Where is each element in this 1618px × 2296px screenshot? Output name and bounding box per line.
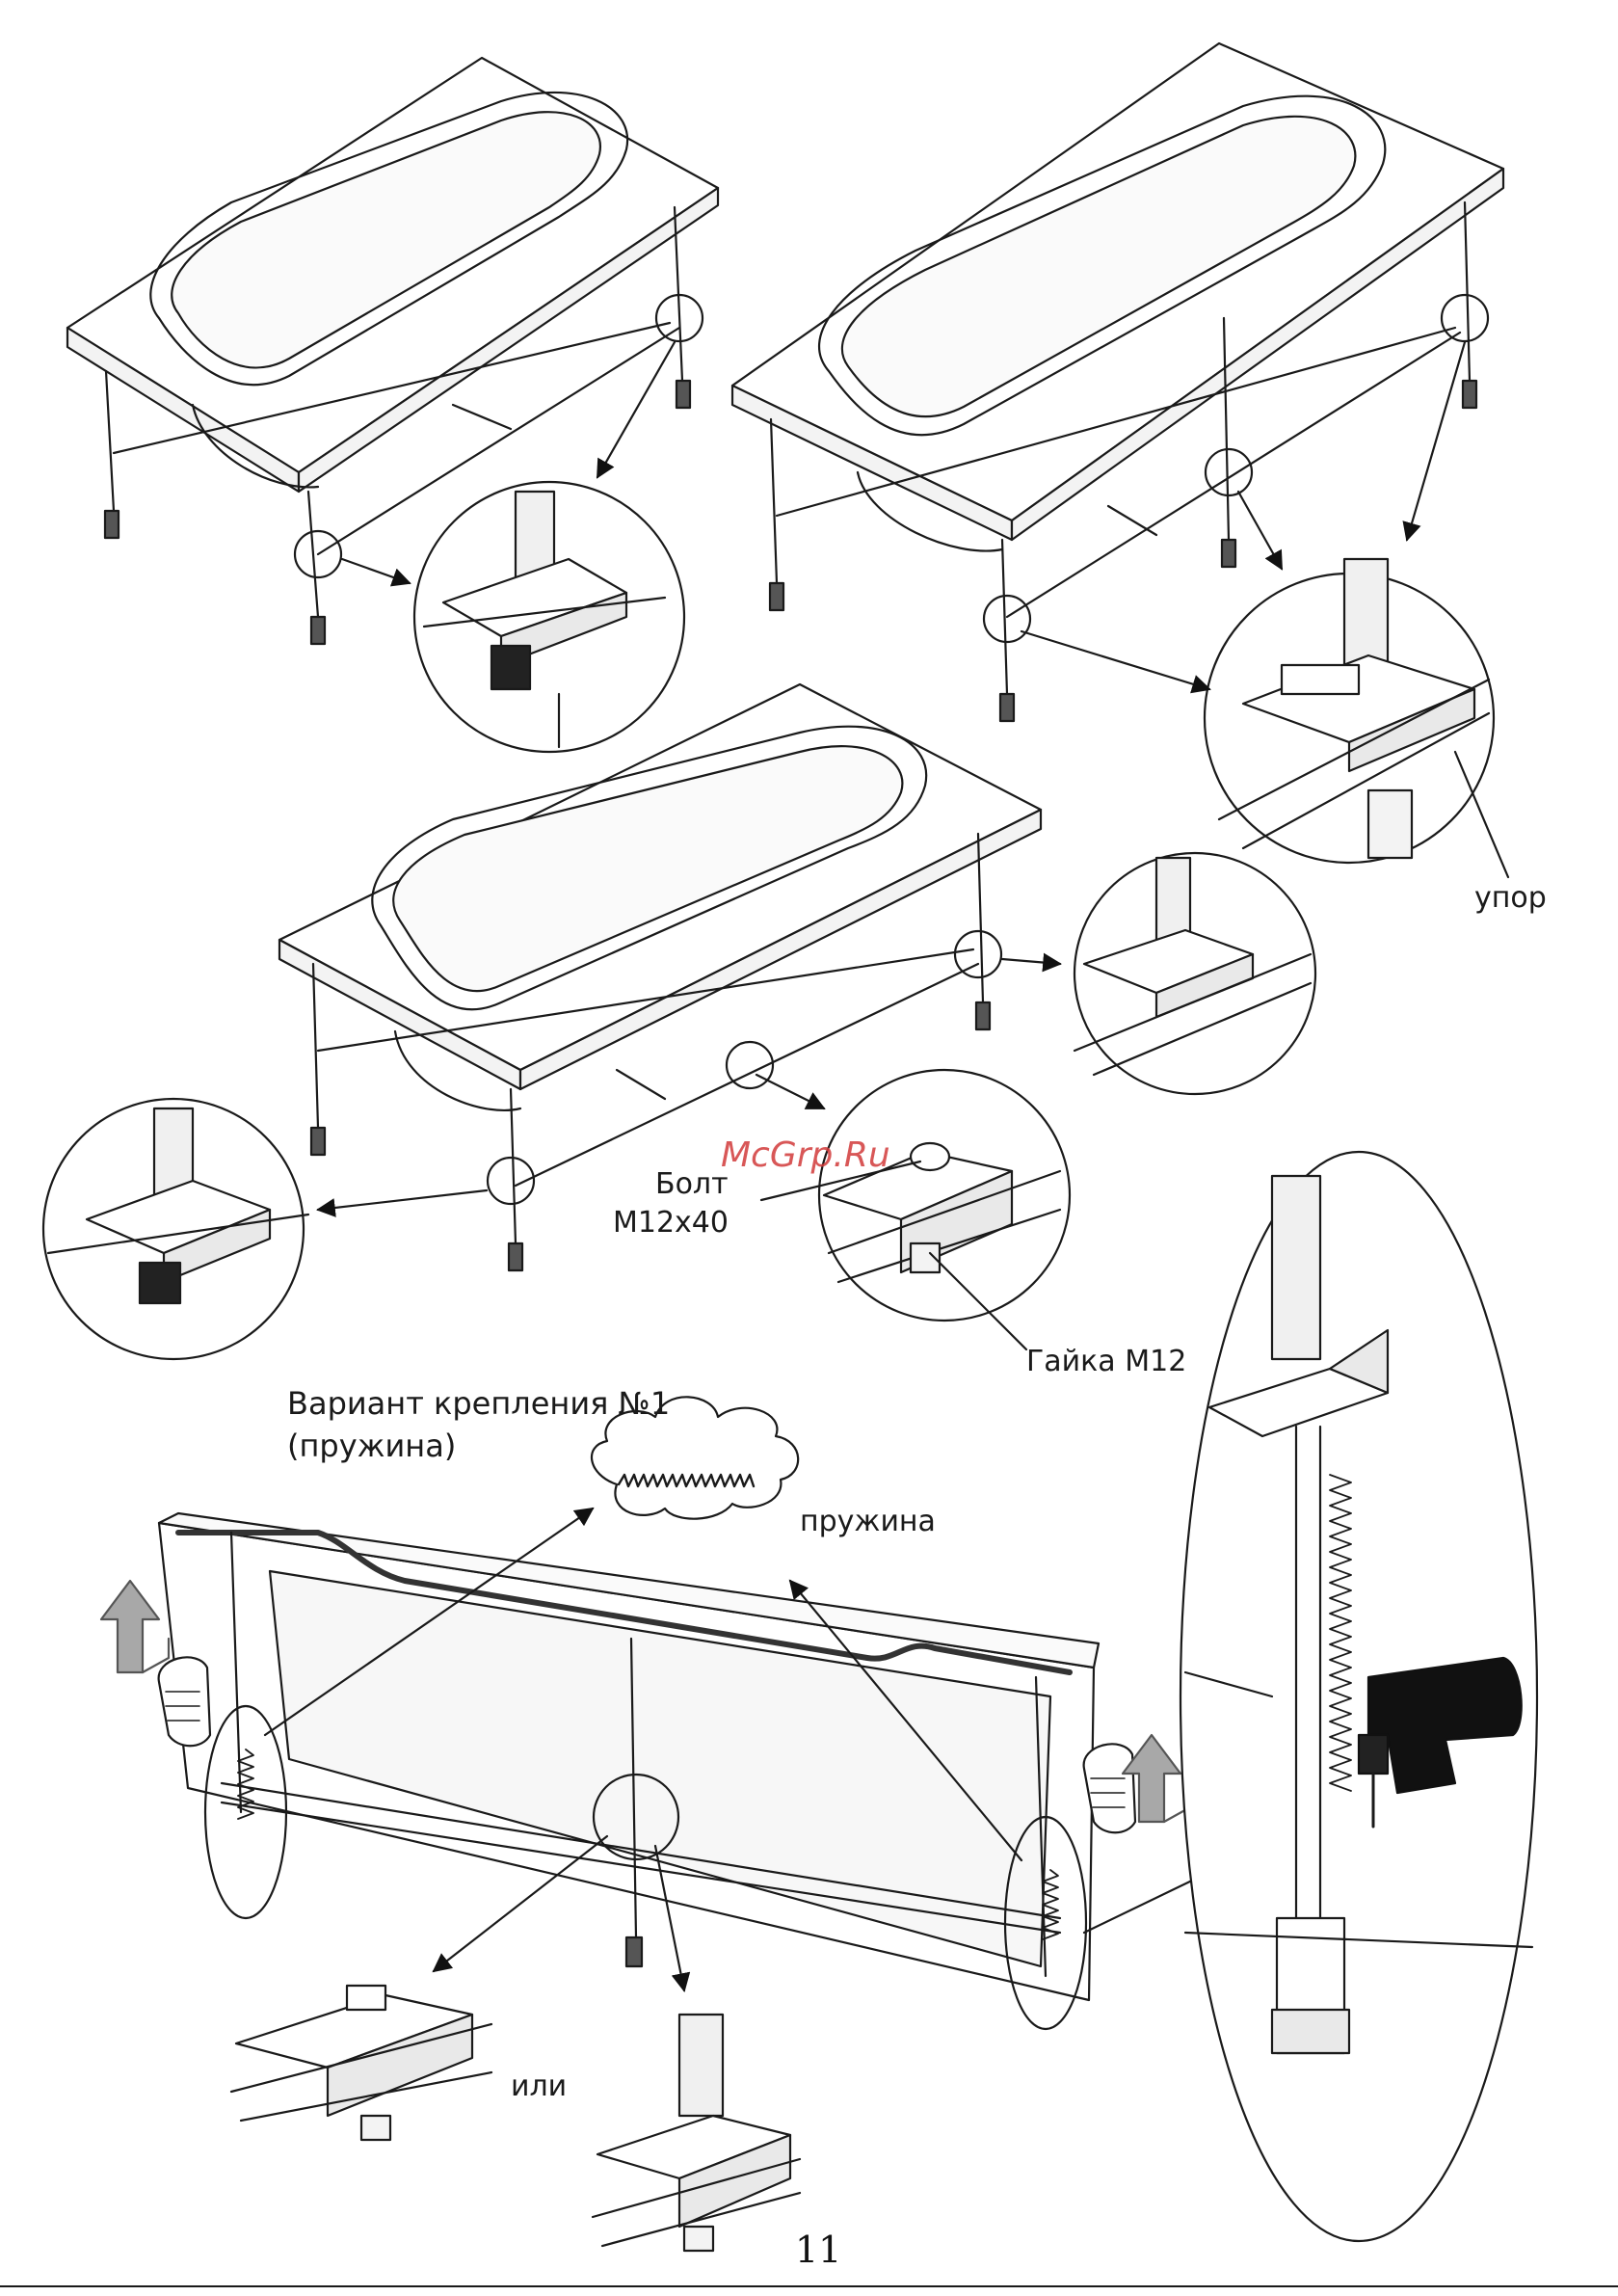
label-bolt-size: M12x40	[613, 1207, 729, 1241]
label-variant: Вариант крепления №1	[287, 1386, 670, 1422]
label-variant-type: (пружина)	[287, 1428, 456, 1464]
watermark: McGrp.Ru	[721, 1135, 890, 1175]
detail-option-a	[231, 1986, 491, 2140]
label-nut: Гайка M12	[1026, 1346, 1186, 1379]
label-upor: упор	[1474, 882, 1547, 916]
detail-option-b	[593, 2015, 800, 2251]
hand-icon	[159, 1657, 210, 1746]
detail-zoom-5	[43, 1099, 487, 1359]
up-arrow-icon	[101, 1581, 169, 1672]
label-spring: пружина	[800, 1506, 936, 1539]
detail-zoom-3	[1002, 853, 1315, 1094]
detail-zoom-bolt	[756, 1070, 1070, 1349]
page-number: 11	[795, 2229, 841, 2271]
label-or: или	[511, 2070, 567, 2104]
bath-panel	[159, 1508, 1224, 2029]
label-bolt: Болт	[655, 1168, 729, 1202]
